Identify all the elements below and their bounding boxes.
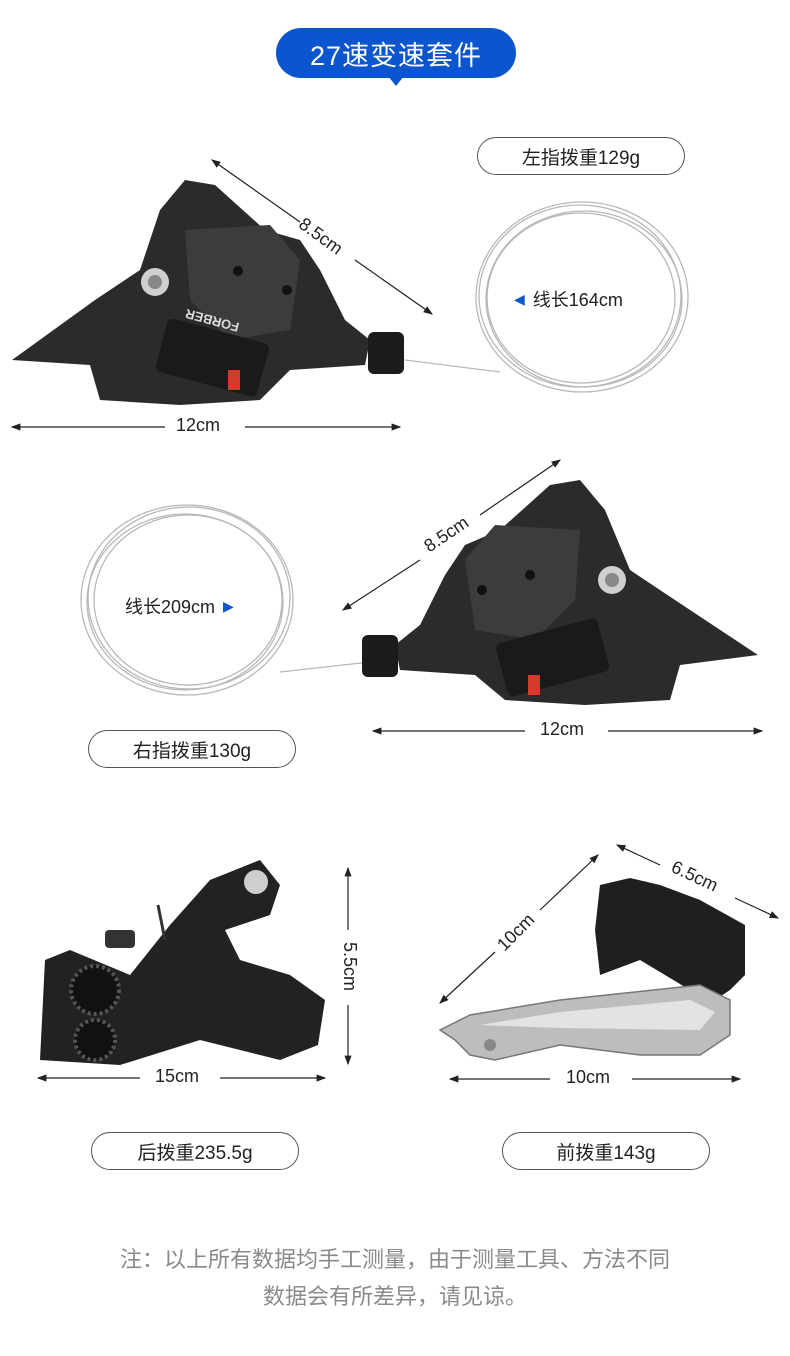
right-shifter-image bbox=[362, 480, 758, 705]
left-cable-length: ◀ 线长164cm bbox=[514, 286, 623, 312]
right-shifter-weight-label: 右指拨重130g bbox=[88, 730, 296, 768]
title-pointer bbox=[388, 76, 404, 86]
note-line-1: 注：以上所有数据均手工测量，由于测量工具、方法不同 bbox=[119, 1247, 670, 1272]
cable-coil-right bbox=[80, 504, 371, 696]
left-shifter-image: FORBER bbox=[12, 180, 404, 405]
front-derailleur-image bbox=[438, 878, 745, 1061]
measurement-note: 注：以上所有数据均手工测量，由于测量工具、方法不同 数据会有所差异，请见谅。 bbox=[0, 1241, 790, 1315]
note-line-2: 数据会有所差异，请见谅。 bbox=[262, 1284, 527, 1309]
left-cable-length-text: 线长164cm bbox=[532, 290, 623, 310]
rear-derailleur-width-dim: 15cm bbox=[155, 1066, 200, 1086]
right-cable-length-text: 线长209cm bbox=[125, 597, 216, 617]
rear-derailleur-image bbox=[40, 860, 325, 1065]
cable-coil-left bbox=[404, 201, 689, 393]
right-cable-length: 线长209cm ▶ bbox=[125, 593, 234, 619]
rear-derailleur-weight-label: 后拨重235.5g bbox=[91, 1132, 299, 1170]
rear-derailleur-height-dim: 5.5cm bbox=[340, 941, 361, 992]
page-title: 27速变速套件 bbox=[276, 28, 516, 78]
right-shifter-width-dim: 12cm bbox=[540, 719, 585, 739]
triangle-left-icon: ◀ bbox=[514, 290, 525, 307]
front-derailleur-weight-label: 前拨重143g bbox=[502, 1132, 710, 1170]
triangle-right-icon: ▶ bbox=[223, 597, 234, 614]
dimension-lines bbox=[10, 159, 780, 1083]
left-shifter-weight-label: 左指拨重129g bbox=[477, 137, 685, 175]
front-derailleur-width-dim: 10cm bbox=[566, 1067, 611, 1087]
left-shifter-width-dim: 12cm bbox=[176, 415, 221, 435]
